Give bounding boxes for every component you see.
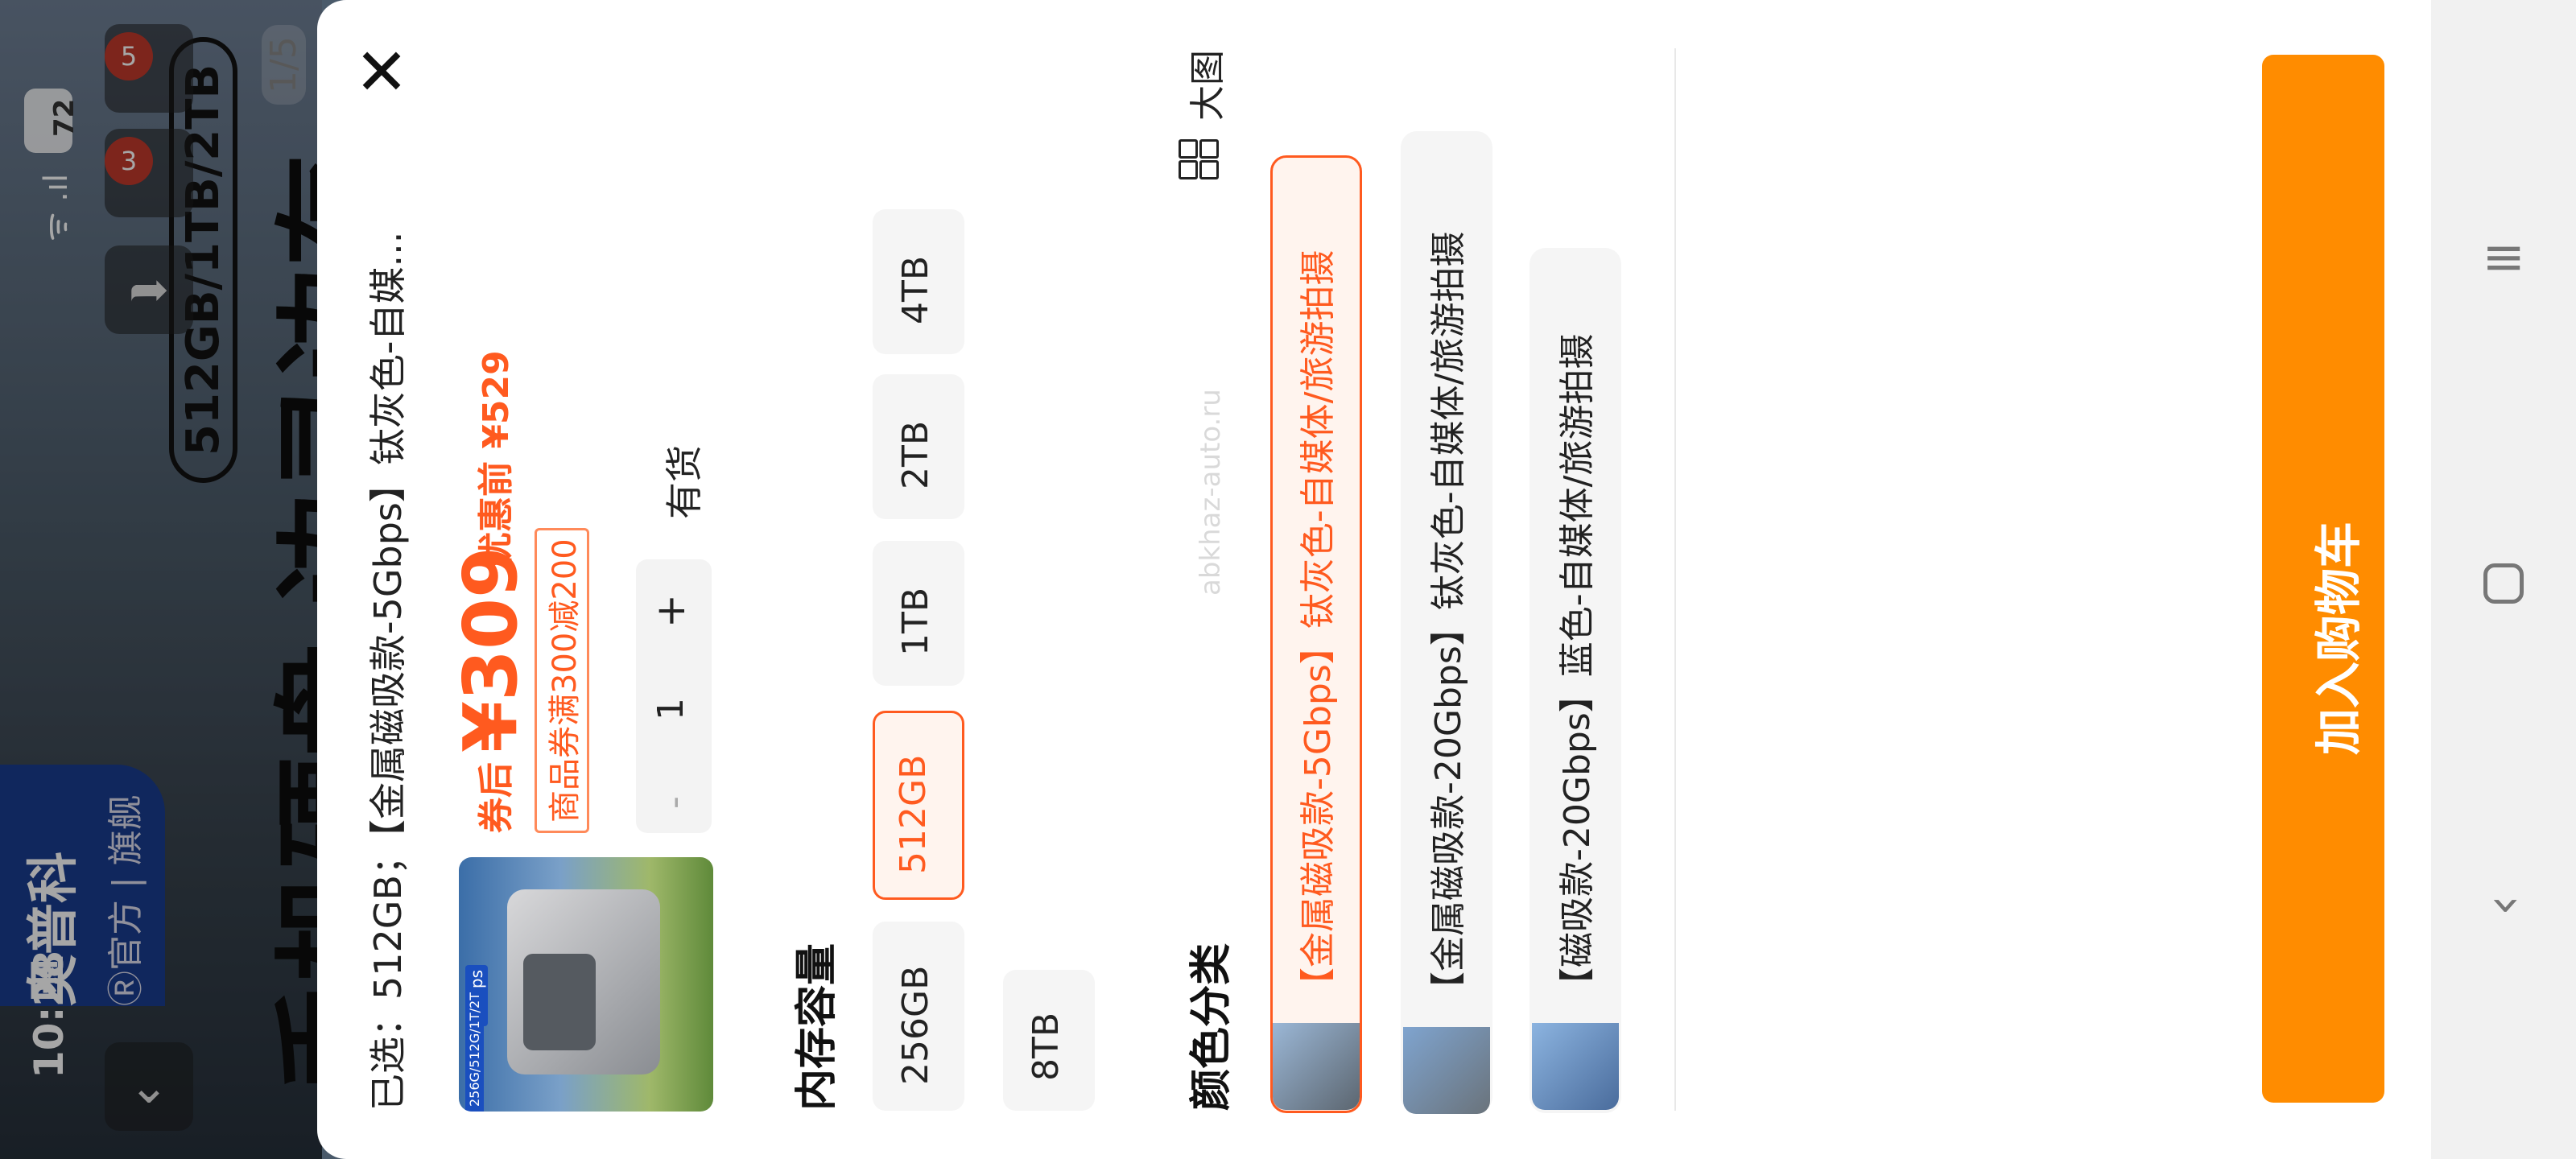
chevron-down-icon: ⌄: [128, 1058, 170, 1115]
system-nav-bar: ≡ ‹: [2431, 0, 2576, 1159]
color-option-2[interactable]: 【金属磁吸款-20Gbps】钛灰色-自媒体/旅游拍摄: [1401, 131, 1492, 1114]
dim-overlay: [0, 0, 322, 1159]
close-button[interactable]: ✕: [349, 40, 414, 105]
price-prefix: 券后: [476, 762, 517, 833]
ssd-illustration: [523, 954, 596, 1050]
capacity-title: 内存容量: [793, 942, 841, 1111]
big-image-label: 大图: [1187, 50, 1228, 121]
capacity-option-2tb[interactable]: 2TB: [873, 374, 964, 519]
close-icon: ✕: [354, 35, 409, 109]
sku-sheet: ✕ 已选：512GB；【金属磁吸款-5Gbps】钛灰色-自媒... 5Gbps …: [317, 0, 2431, 1159]
home-icon: [2483, 563, 2524, 604]
price-before: 优惠前 ¥529: [476, 350, 517, 567]
capacity-label: 2TB: [895, 420, 936, 489]
qty-minus-button[interactable]: -: [654, 796, 695, 809]
back-icon: ‹: [2474, 895, 2533, 916]
phone-illustration: [507, 889, 660, 1074]
menu-icon: ≡: [2482, 228, 2525, 287]
big-image-toggle[interactable]: 大图: [1170, 44, 1228, 189]
capacity-label: 4TB: [895, 255, 936, 324]
capacity-option-1tb[interactable]: 1TB: [873, 541, 964, 686]
color-thumb: [1273, 1023, 1360, 1110]
color-option-1[interactable]: 【金属磁吸款-5Gbps】钛灰色-自媒体/旅游拍摄: [1270, 155, 1362, 1113]
home-button[interactable]: [2479, 559, 2528, 608]
color-label: 【磁吸款-20Gbps】蓝色-自媒体/旅游拍摄: [1557, 333, 1598, 1003]
color-option-3[interactable]: 【磁吸款-20Gbps】蓝色-自媒体/旅游拍摄: [1530, 248, 1621, 1113]
background-page: 手机硬盘 边录边存 512GB/1TB/2TB 1/5 5 3 ➦ ⌄ 奥普科 …: [0, 0, 322, 1159]
capacity-label: 512GB: [893, 754, 934, 874]
product-image[interactable]: 5Gbps 256G/512G/1T/2T: [459, 857, 713, 1112]
qty-plus-button[interactable]: +: [647, 594, 694, 628]
price: ¥309: [448, 546, 534, 753]
add-to-cart-label: 加入购物车: [2311, 521, 2366, 755]
capacity-option-256gb[interactable]: 256GB: [873, 922, 964, 1111]
selected-summary: 已选：512GB；【金属磁吸款-5Gbps】钛灰色-自媒...: [366, 231, 410, 1111]
capacity-option-8tb[interactable]: 8TB: [1003, 970, 1095, 1111]
product-caption: 256G/512G/1T/2T: [465, 988, 484, 1112]
add-to-cart-button[interactable]: 加入购物车: [2262, 55, 2384, 1103]
quantity-stepper[interactable]: - 1 +: [636, 559, 712, 833]
capacity-label: 1TB: [895, 587, 936, 656]
store-banner[interactable]: 奥普科 Ⓡ官方 | 旗舰: [0, 765, 165, 1006]
capacity-label: 256GB: [895, 965, 936, 1085]
badge-3: 3: [105, 137, 153, 185]
capacity-label: 8TB: [1026, 1012, 1067, 1081]
capacity-option-512gb[interactable]: 512GB: [873, 711, 964, 900]
qty-value[interactable]: 1: [650, 698, 691, 720]
color-label: 【金属磁吸款-20Gbps】钛灰色-自媒体/旅游拍摄: [1428, 231, 1469, 1007]
coupon-tag[interactable]: 商品券满300减200: [535, 528, 589, 833]
more-button[interactable]: 5: [105, 24, 193, 113]
share-icon: ➦: [128, 262, 170, 318]
divider: [1674, 48, 1676, 1111]
color-title: 颜色分类: [1187, 942, 1236, 1111]
share-button[interactable]: ➦: [105, 245, 193, 334]
color-thumb: [1532, 1023, 1619, 1110]
battery-icon: 72: [24, 89, 80, 153]
watermark: abkhaz-auto.ru: [1195, 389, 1227, 596]
back-nav-button[interactable]: ‹: [2474, 881, 2533, 930]
capacity-option-4tb[interactable]: 4TB: [873, 209, 964, 354]
stock-status: 有货: [663, 445, 706, 519]
back-button[interactable]: ⌄: [105, 1042, 193, 1131]
badge-5: 5: [105, 32, 153, 80]
recents-button[interactable]: ≡: [2479, 228, 2528, 287]
color-label: 【金属磁吸款-5Gbps】钛灰色-自媒体/旅游拍摄: [1298, 250, 1339, 1003]
cart-button[interactable]: 3: [105, 129, 193, 217]
color-thumb: [1403, 1027, 1490, 1114]
grid-icon: [1179, 139, 1219, 179]
